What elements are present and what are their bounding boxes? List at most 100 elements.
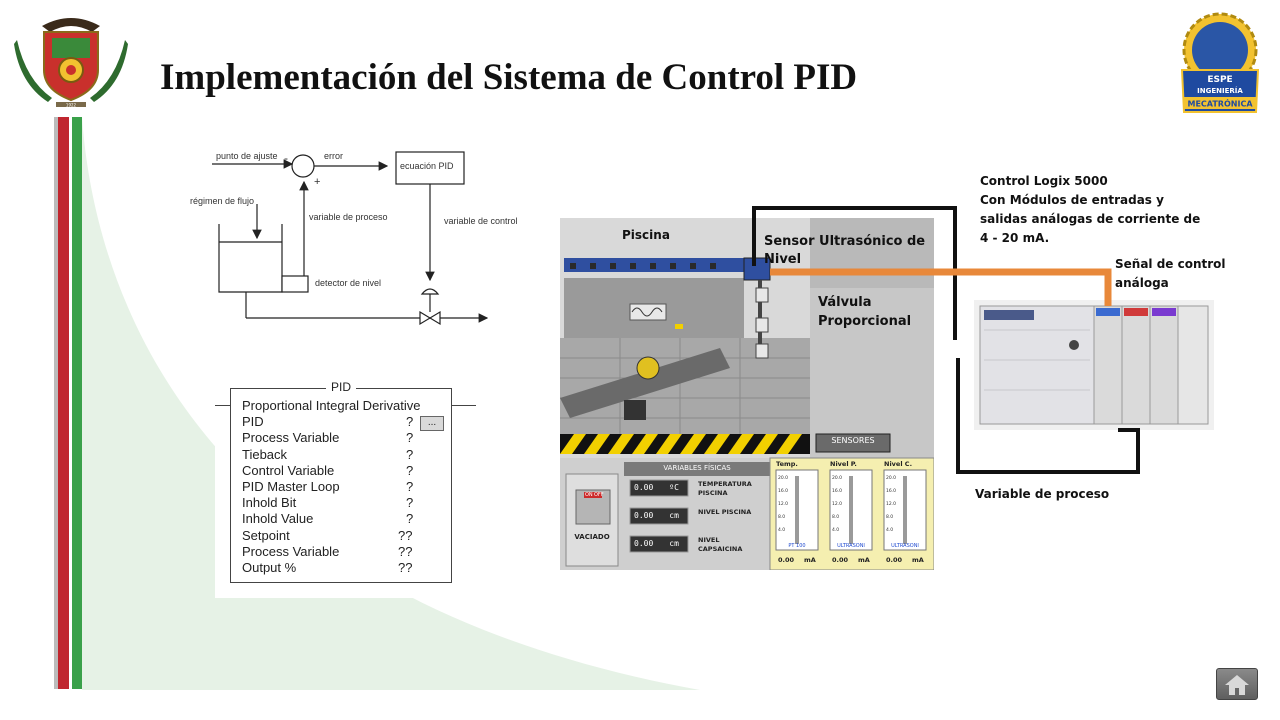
control-variable-label: variable de control: [444, 216, 518, 226]
process-variable-wire-label: Variable de proceso: [975, 487, 1110, 501]
pid-parameter-value[interactable]: ??: [398, 543, 413, 559]
pid-parameter-label: Setpoint: [242, 527, 290, 543]
pid-parameter-label: Inhold Bit: [242, 495, 297, 511]
hmi-gauge-tag: ULTRASONI: [837, 543, 865, 549]
hmi-variables-header: VARIABLES FÍSICAS: [663, 464, 731, 472]
pid-parameter-value[interactable]: ?: [406, 511, 414, 527]
pid-parameter-value[interactable]: ?: [406, 430, 414, 446]
pid-browse-button[interactable]: ...: [420, 416, 444, 431]
hmi-pool-label: Piscina: [622, 228, 670, 242]
logo-ingenieria-text: INGENIERÍA: [1197, 86, 1243, 95]
logo-espe-text: ESPE: [1207, 75, 1232, 85]
hmi-process-graphic: [560, 218, 934, 570]
pid-left-rung: [215, 405, 230, 406]
pid-parameter-row: Inhold Value?: [242, 511, 442, 527]
pid-parameter-label: Process Variable: [242, 430, 340, 446]
pid-parameter-label: Tieback: [242, 446, 288, 462]
pid-parameter-value[interactable]: ??: [398, 560, 413, 575]
pid-equation-label: ecuación PID: [400, 161, 454, 171]
pid-parameter-label: Process Variable: [242, 543, 340, 559]
wiring: [752, 206, 1140, 474]
red-stripe: [58, 117, 69, 689]
hmi-readout-unit: cm: [669, 511, 679, 520]
hmi-screenshot: Piscina SENSORES VARIABLES FÍSICAS ON OF…: [560, 218, 934, 570]
hmi-gauge-title: Nivel C.: [884, 460, 913, 468]
logo-mecatronica-text: MECATRÓNICA: [1187, 98, 1253, 109]
pid-parameter-row: Tieback?: [242, 447, 442, 463]
hmi-gauge-tick: 20.0: [832, 476, 843, 481]
hmi-gauge-tick: 4.0: [886, 528, 894, 533]
block-diagram: [212, 151, 489, 326]
pid-parameter-row: Setpoint??: [242, 528, 442, 544]
setpoint-label: punto de ajuste: [216, 151, 278, 161]
home-button[interactable]: [1216, 668, 1258, 700]
hmi-gauge-value: 0.00: [778, 556, 795, 564]
hmi-gauge-title: Temp.: [776, 460, 798, 468]
hmi-readout-label: NIVEL PISCINA: [698, 508, 752, 516]
hmi-gauge-tick: 16.0: [778, 489, 789, 494]
hmi-gauge-value: 0.00: [832, 556, 849, 564]
pid-parameter-value[interactable]: ?: [406, 495, 414, 511]
plc-image: [979, 305, 1209, 425]
hmi-readout-unit: ºC: [669, 483, 679, 492]
pid-parameter-row: Process Variable??: [242, 544, 442, 560]
signal-label-line2: análoga: [1115, 276, 1169, 290]
block-diagram-panel: [182, 142, 527, 332]
pid-parameter-value[interactable]: ?: [406, 462, 414, 478]
hmi-gauge-tick: 8.0: [832, 515, 840, 520]
pid-parameter-label: Proportional Integral Derivative: [242, 398, 421, 413]
pid-parameter-row: Inhold Bit?: [242, 495, 442, 511]
hmi-gauge-tick: 4.0: [778, 528, 786, 533]
hmi-gauge-value: 0.00: [886, 556, 903, 564]
hmi-switch-off: OFF: [594, 492, 604, 498]
hmi-gauge-tag: PT 100: [788, 543, 806, 549]
espe-gear-logo-icon: ESPE INGENIERÍA MECATRÓNICA: [1180, 12, 1260, 113]
green-stripe: [72, 117, 82, 689]
hmi-gauge-tick: 8.0: [886, 515, 894, 520]
pid-block-title: PID: [326, 380, 356, 394]
hmi-readout-label: NIVEL CAPSAICINA: [698, 536, 743, 553]
flow-regime-label: régimen de flujo: [190, 196, 255, 206]
pid-parameter-label: Output %: [242, 560, 297, 575]
coat-of-arms-icon: 1922: [14, 18, 128, 108]
pid-parameter-row: Proportional Integral Derivative: [242, 398, 442, 414]
hmi-readout-number: 0.00: [634, 539, 654, 548]
hmi-sensors-button[interactable]: SENSORES: [831, 436, 875, 445]
error-label: error: [324, 151, 344, 161]
pid-parameter-value[interactable]: ??: [398, 527, 413, 543]
valve-label-line2: Proporcional: [818, 314, 912, 329]
pid-parameter-value[interactable]: ?: [406, 479, 414, 494]
pid-parameter-label: Control Variable: [242, 462, 335, 478]
hmi-readout-label: TEMPERATURA PISCINA: [698, 480, 752, 497]
controller-label-line1: Control Logix 5000: [980, 174, 1108, 188]
page-title: Implementación del Sistema de Control PI…: [160, 57, 858, 98]
plc-rack: [974, 300, 1214, 430]
hmi-gauge-unit: mA: [858, 556, 870, 564]
hmi-switch-on[interactable]: ON: [585, 492, 593, 498]
hmi-readout-value: 0.00 ºC: [634, 483, 684, 492]
hmi-gauge-tag: ULTRASONI: [891, 543, 919, 549]
white-stripe: [69, 117, 72, 689]
hmi-gauge-tick: 12.0: [886, 502, 897, 507]
hmi-gauge-tick: 12.0: [778, 502, 789, 507]
hmi-gauge-tick: 8.0: [778, 515, 786, 520]
logo-motto: 1922: [66, 103, 77, 108]
pid-parameter-value[interactable]: ?: [406, 414, 414, 430]
pid-block-panel: [215, 378, 477, 598]
valve-label-line1: Válvula: [818, 295, 872, 310]
pid-parameter-row: Output %??: [242, 560, 442, 576]
hmi-readout-unit: cm: [669, 539, 679, 548]
hmi-gauge-title: Nivel P.: [830, 460, 857, 468]
hmi-gauge-unit: mA: [912, 556, 924, 564]
hmi-readout-number: 0.00: [634, 483, 654, 492]
minus-sign: -: [284, 151, 288, 165]
pid-parameter-row: Control Variable?: [242, 463, 442, 479]
pid-parameter-value[interactable]: ?: [406, 446, 414, 462]
hmi-gauge-tick: 20.0: [778, 476, 789, 481]
level-detector-label: detector de nivel: [315, 278, 382, 288]
plus-sign: +: [314, 176, 321, 188]
pid-right-rung: [452, 405, 476, 406]
pid-parameter-label: PID Master Loop: [242, 479, 340, 494]
hmi-gauge-unit: mA: [804, 556, 816, 564]
controller-label-line3: salidas análogas de corriente de: [980, 212, 1201, 226]
